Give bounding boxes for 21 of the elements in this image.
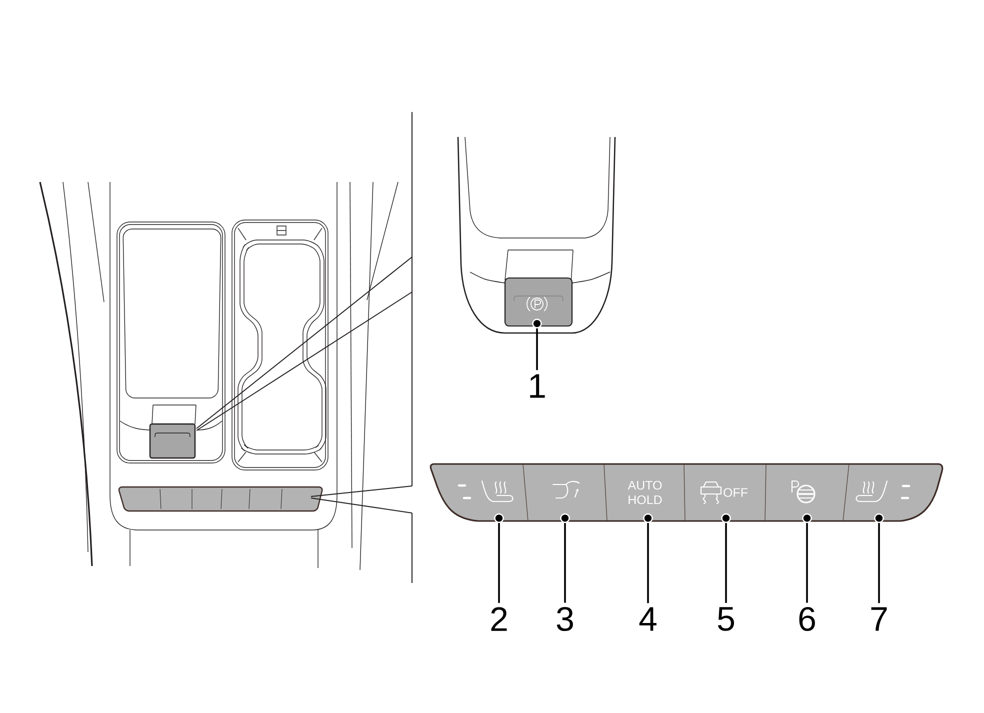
callout-number: 4 — [639, 607, 656, 631]
callout-number: 7 — [871, 607, 887, 631]
leader-line — [643, 513, 653, 604]
leader-line — [802, 513, 812, 603]
push-button — [430, 464, 528, 521]
leader-line — [532, 318, 542, 370]
leader-line — [721, 513, 731, 603]
push-button — [842, 464, 942, 522]
leader-line — [494, 513, 504, 603]
callout-number: 3 — [556, 606, 573, 632]
callout-number: 6 — [799, 606, 815, 632]
parking-switch — [504, 277, 573, 327]
leader-line — [874, 513, 884, 604]
callout-number: 2 — [491, 607, 507, 631]
push-button: AUTO HOLD — [604, 464, 685, 522]
callout-number: 1 — [530, 374, 545, 398]
push-button: OFF — [684, 464, 766, 522]
leader-line — [560, 513, 570, 603]
button-panel — [430, 463, 944, 522]
callout-number: 5 — [718, 607, 734, 631]
node-label: AUTO HOLD — [628, 480, 662, 504]
